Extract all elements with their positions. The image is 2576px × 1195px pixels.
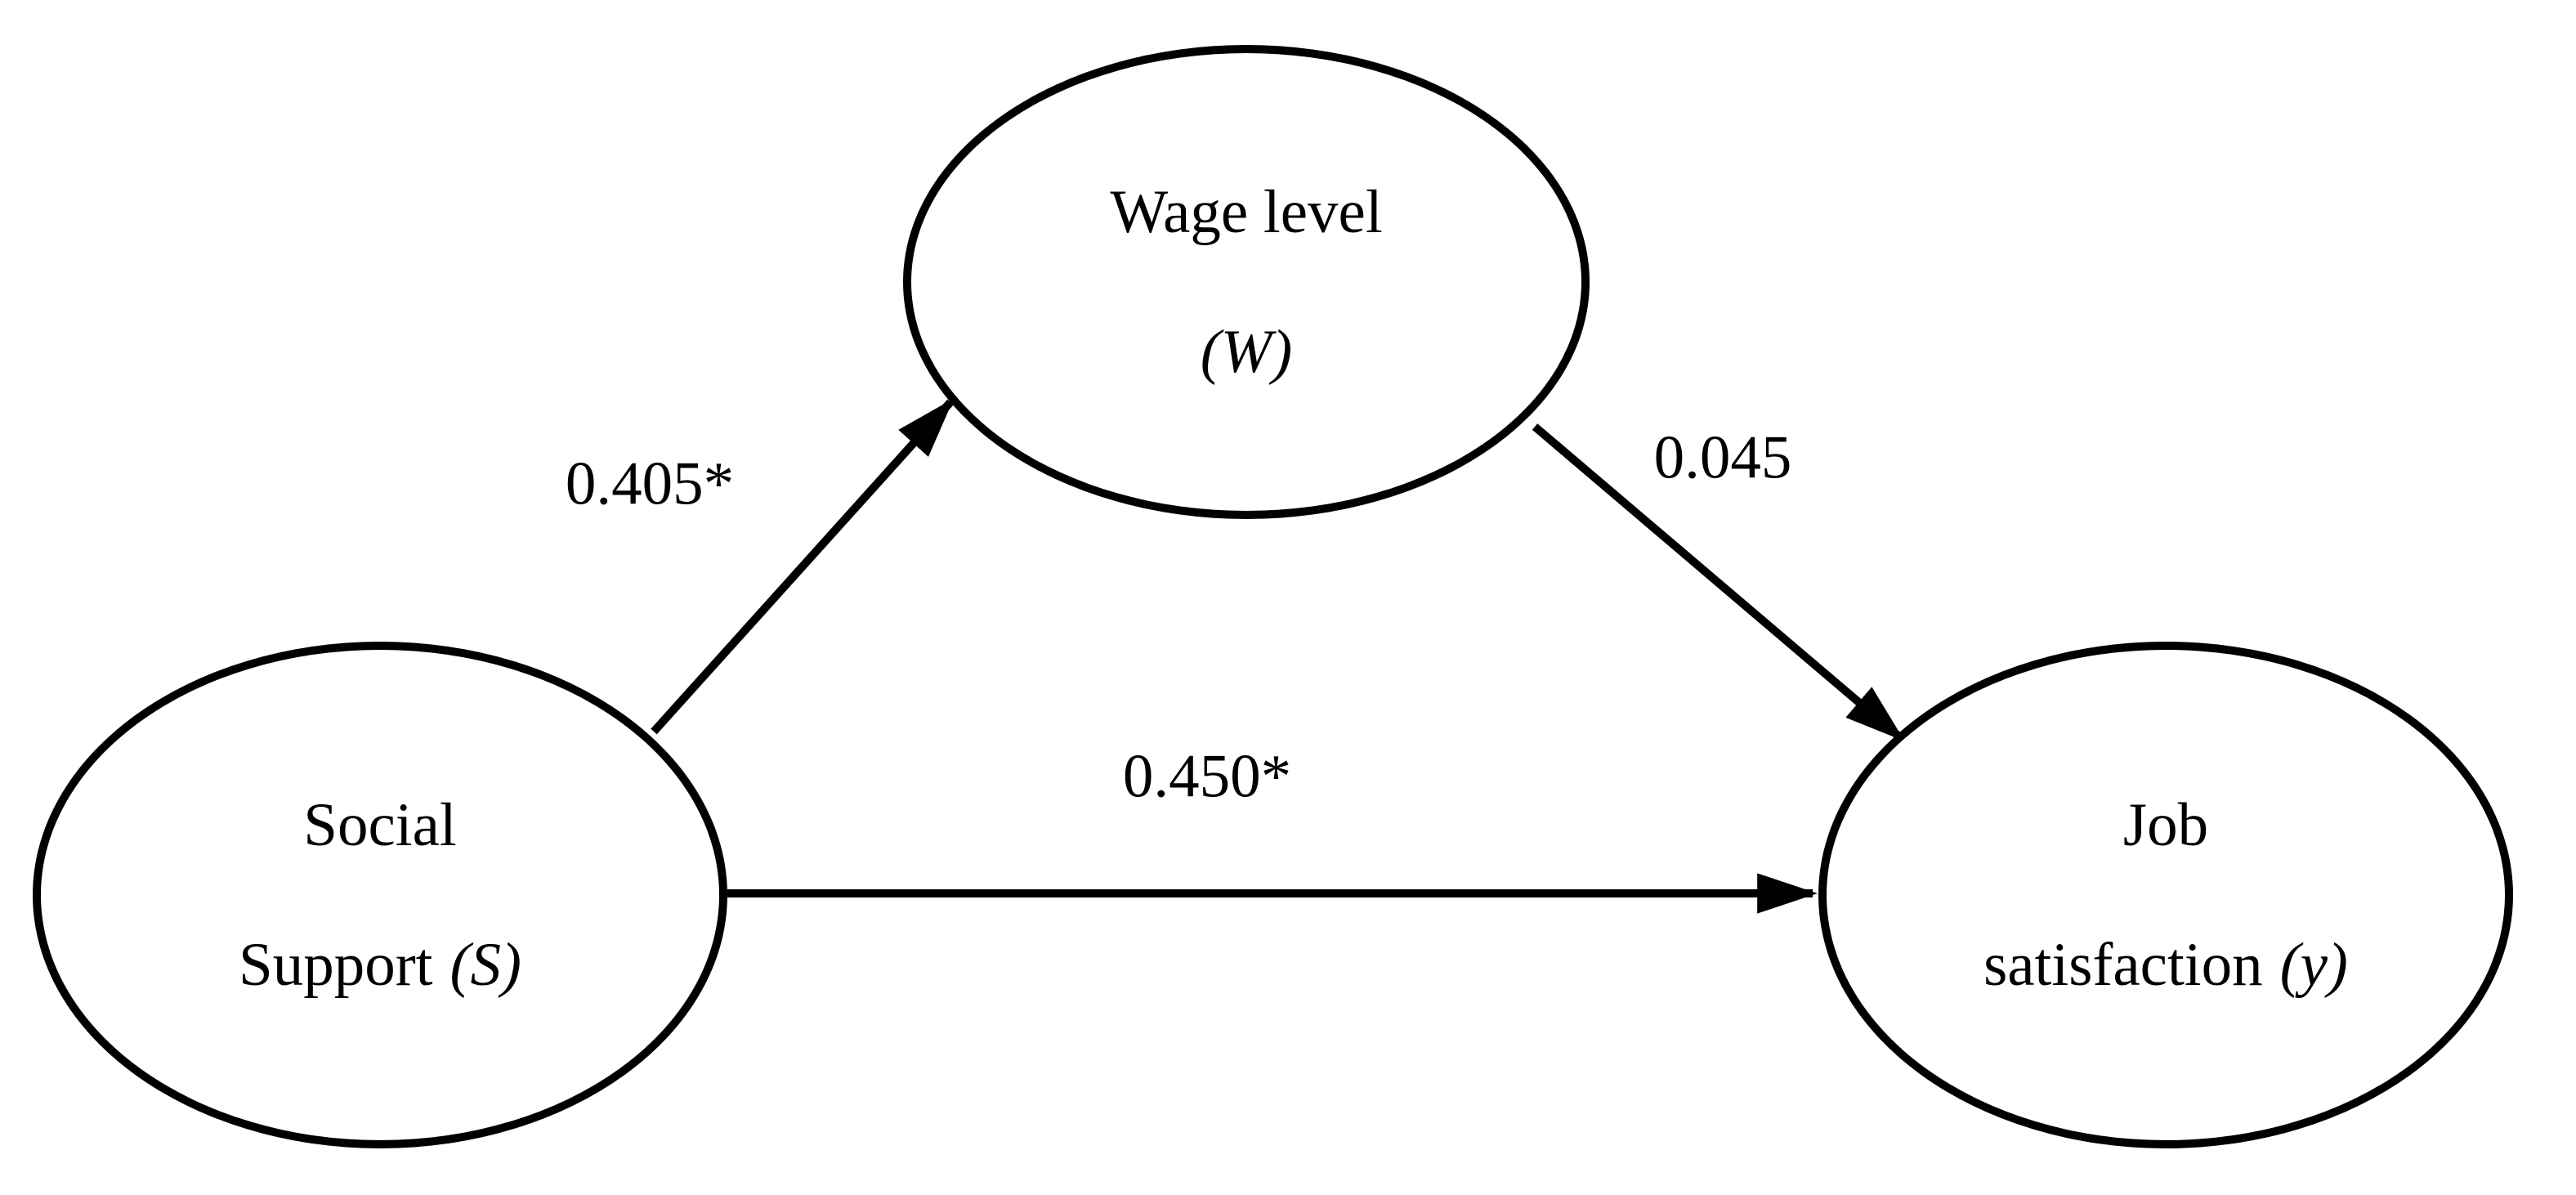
coefficient-wage-to-job: 0.045 — [1653, 423, 1792, 492]
node-job-satisfaction-subtitle-text: satisfaction — [1983, 931, 2263, 999]
node-job-satisfaction-symbol: (y) — [2279, 931, 2348, 999]
node-job-satisfaction-subtitle: satisfaction(y) — [1983, 934, 2348, 996]
node-social-support-subtitle-text: Support — [239, 931, 433, 999]
coefficient-social-to-wage: 0.405* — [565, 450, 735, 518]
node-social-support-title: Social — [303, 791, 457, 859]
coefficient-social-to-job: 0.450* — [1122, 742, 1292, 811]
arrow-social-to-wage — [651, 398, 955, 735]
node-social-support: Social Support(S) — [33, 642, 727, 1148]
node-wage-level: Wage level (W) — [903, 45, 1590, 519]
node-wage-level-title: Wage level — [1110, 178, 1383, 246]
arrow-wage-to-job — [1532, 423, 1905, 741]
node-job-satisfaction: Job satisfaction(y) — [1818, 642, 2513, 1148]
node-social-support-symbol: (S) — [449, 931, 521, 999]
node-job-satisfaction-title: Job — [2122, 791, 2209, 859]
node-wage-level-symbol: (W) — [1200, 318, 1293, 386]
node-social-support-subtitle: Support(S) — [239, 934, 521, 996]
